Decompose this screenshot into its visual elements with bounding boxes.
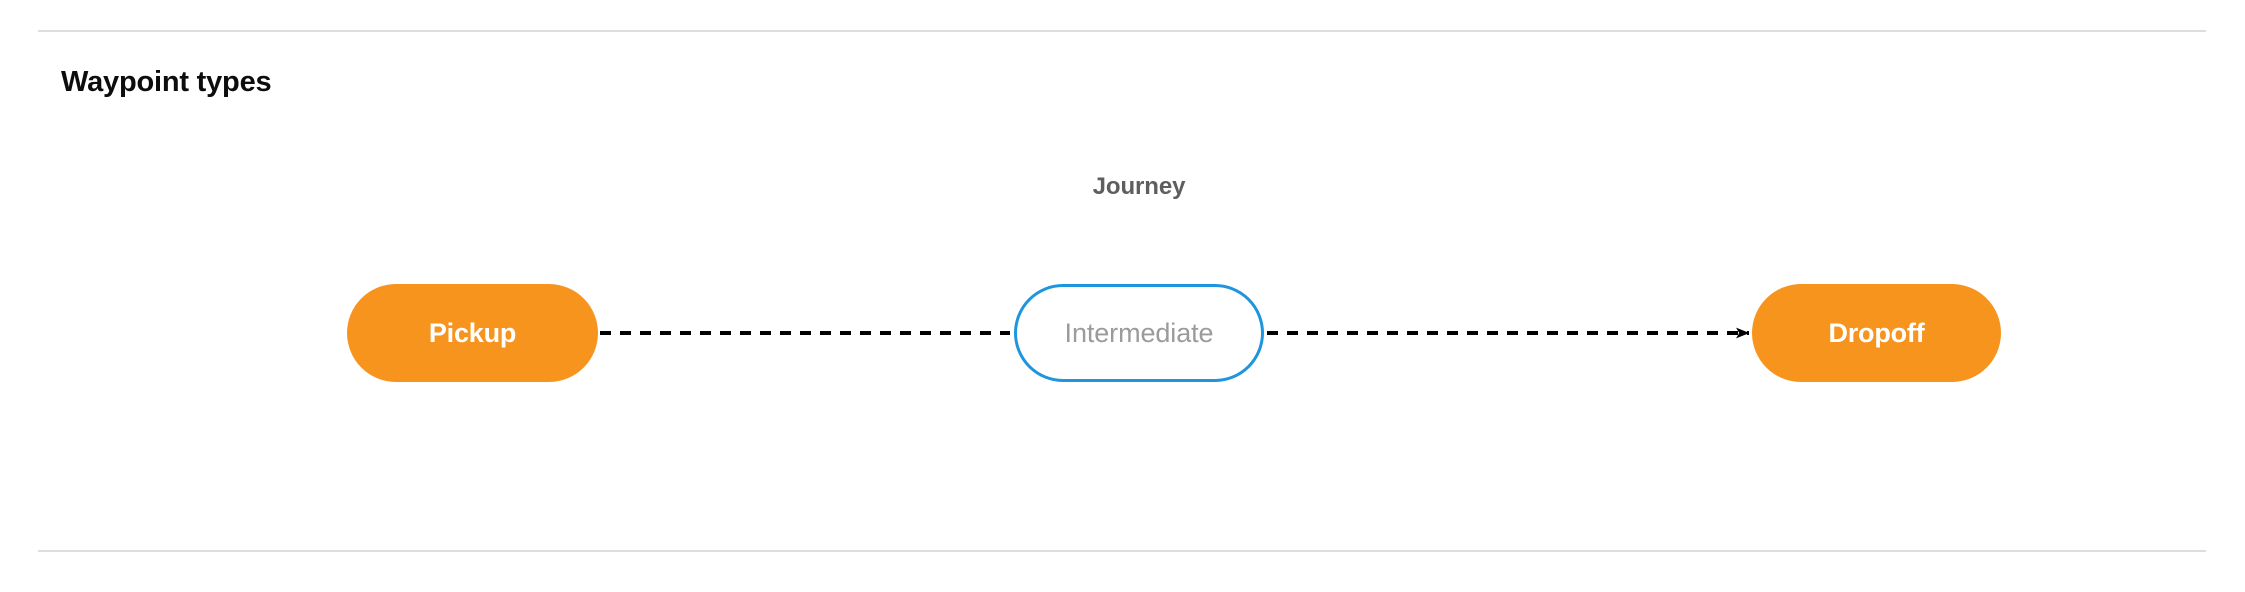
node-dropoff-label: Dropoff [1828,317,1925,348]
node-intermediate-label: Intermediate [1064,317,1214,348]
section-divider-bottom [38,550,2206,552]
node-intermediate[interactable]: Intermediate [1014,284,1264,382]
node-pickup[interactable]: Pickup [347,284,598,382]
cluster-label-journey: Journey [1092,173,1186,200]
page-title: Waypoint types [61,66,272,98]
node-dropoff[interactable]: Dropoff [1752,284,2001,382]
section-divider-top [38,30,2206,32]
node-pickup-label: Pickup [428,317,517,348]
